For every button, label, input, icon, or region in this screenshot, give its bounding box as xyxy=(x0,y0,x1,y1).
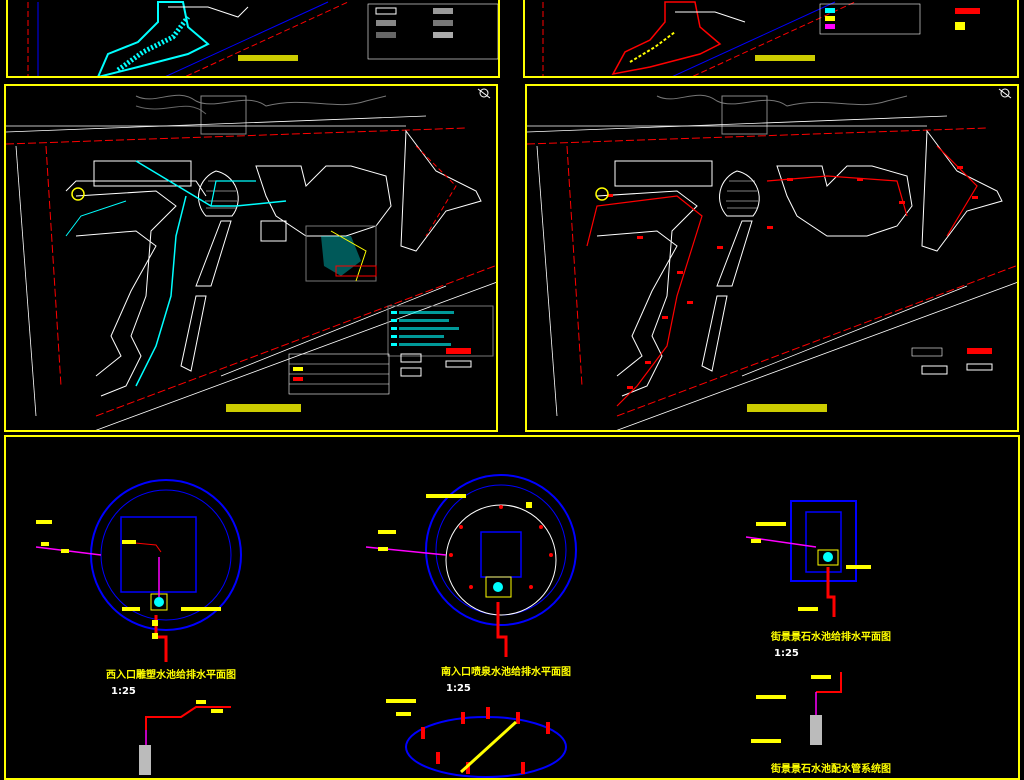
south-plan-title: 南入口喷泉水池给排水平面图 xyxy=(441,665,571,678)
sheet-mid-left xyxy=(4,84,498,432)
west-plan-scale: 1:25 xyxy=(111,686,136,697)
street-system-title: 街景景石水池配水管系统图 xyxy=(770,762,891,775)
west-pool-plan: 西入口雕塑水池给排水平面图 1:25 xyxy=(35,479,242,775)
street-pool-plan: 街景景石水池给排水平面图 1:25 街景景石水池配水管系统图 xyxy=(745,500,891,775)
sheet-top-left xyxy=(6,0,500,78)
sheet-top-right-drawing xyxy=(542,1,980,76)
site-plan-water-supply xyxy=(6,88,496,430)
west-plan-title: 西入口雕塑水池给排水平面图 xyxy=(106,668,236,681)
site-plan-drainage xyxy=(527,88,1017,430)
sheet-mid-right xyxy=(525,84,1019,432)
street-plan-scale: 1:25 xyxy=(774,648,799,659)
south-pool-plan: 南入口喷泉水池给排水平面图 1:25 xyxy=(365,474,577,778)
sheet-top-right xyxy=(523,0,1019,78)
street-plan-title: 街景景石水池给排水平面图 xyxy=(770,630,891,643)
sheet-details: 西入口雕塑水池给排水平面图 1:25 xyxy=(4,435,1020,780)
south-plan-scale: 1:25 xyxy=(446,683,471,694)
pool-details-drawing: 西入口雕塑水池给排水平面图 1:25 xyxy=(35,474,891,778)
sheet-top-left-drawing xyxy=(27,1,498,76)
